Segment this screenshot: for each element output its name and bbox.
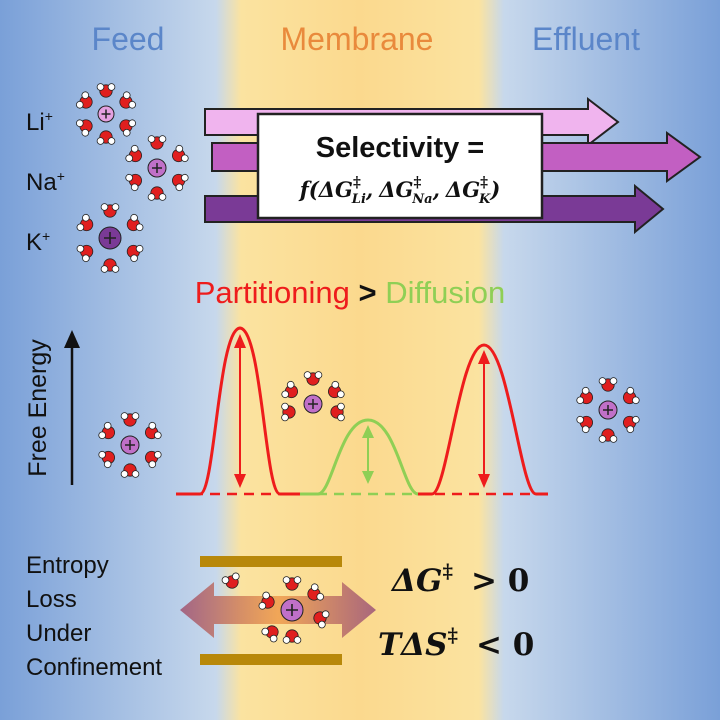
partitioning-barrier-entry <box>176 326 300 496</box>
ion-label-li: Li+ <box>26 108 53 136</box>
svg-text:Confinement: Confinement <box>26 654 162 681</box>
svg-text:Entropy: Entropy <box>26 552 109 579</box>
svg-text:Loss: Loss <box>26 586 77 613</box>
partitioning-barrier-exit <box>418 343 548 496</box>
entropy-caption: Entropy Loss Under Confinement <box>26 552 162 681</box>
barrier-arrow-diffusion <box>362 425 374 484</box>
partially-dehydrated-ion <box>280 371 346 422</box>
feed-label: Feed <box>92 21 165 57</box>
t-delta-s-equation: TΔS‡< 0 <box>378 623 534 663</box>
confinement-channel <box>180 556 376 665</box>
channel-wall-bottom <box>200 654 342 665</box>
free-energy-axis: Free Energy <box>24 330 80 485</box>
membrane-label: Membrane <box>281 21 434 57</box>
hydrated-ion-effluent <box>575 377 641 443</box>
barrier-arrow-exit <box>478 350 490 488</box>
hydrated-li-ion <box>74 83 138 145</box>
svg-text:Under: Under <box>26 620 91 647</box>
svg-text:K+: K+ <box>26 228 50 256</box>
energy-profile <box>176 326 548 496</box>
svg-text:Li+: Li+ <box>26 108 53 136</box>
confinement-double-arrow <box>180 582 376 638</box>
barrier-arrow-entry <box>234 334 246 488</box>
channel-wall-top <box>200 556 342 567</box>
hydrated-ion-feed <box>97 412 163 478</box>
selectivity-box: Selectivity = f(ΔG‡Li,ΔG‡Na,ΔG‡K) <box>256 112 544 220</box>
selectivity-formula: f(ΔG‡Li,ΔG‡Na,ΔG‡K) <box>298 173 501 207</box>
hydrated-k-ion <box>75 203 145 273</box>
diffusion-barrier <box>300 418 419 496</box>
partitioning-vs-diffusion: Partitioning > Diffusion <box>195 275 506 310</box>
effluent-label: Effluent <box>532 21 640 57</box>
svg-text:Na+: Na+ <box>26 168 65 196</box>
delta-g-equation: ΔG‡> 0 <box>390 559 529 599</box>
hydrated-na-ion <box>124 135 190 201</box>
free-energy-label: Free Energy <box>24 339 52 477</box>
selectivity-title: Selectivity = <box>316 132 484 164</box>
confined-hydrated-ion <box>220 571 331 644</box>
ion-label-k: K+ <box>26 228 50 256</box>
ion-label-na: Na+ <box>26 168 65 196</box>
